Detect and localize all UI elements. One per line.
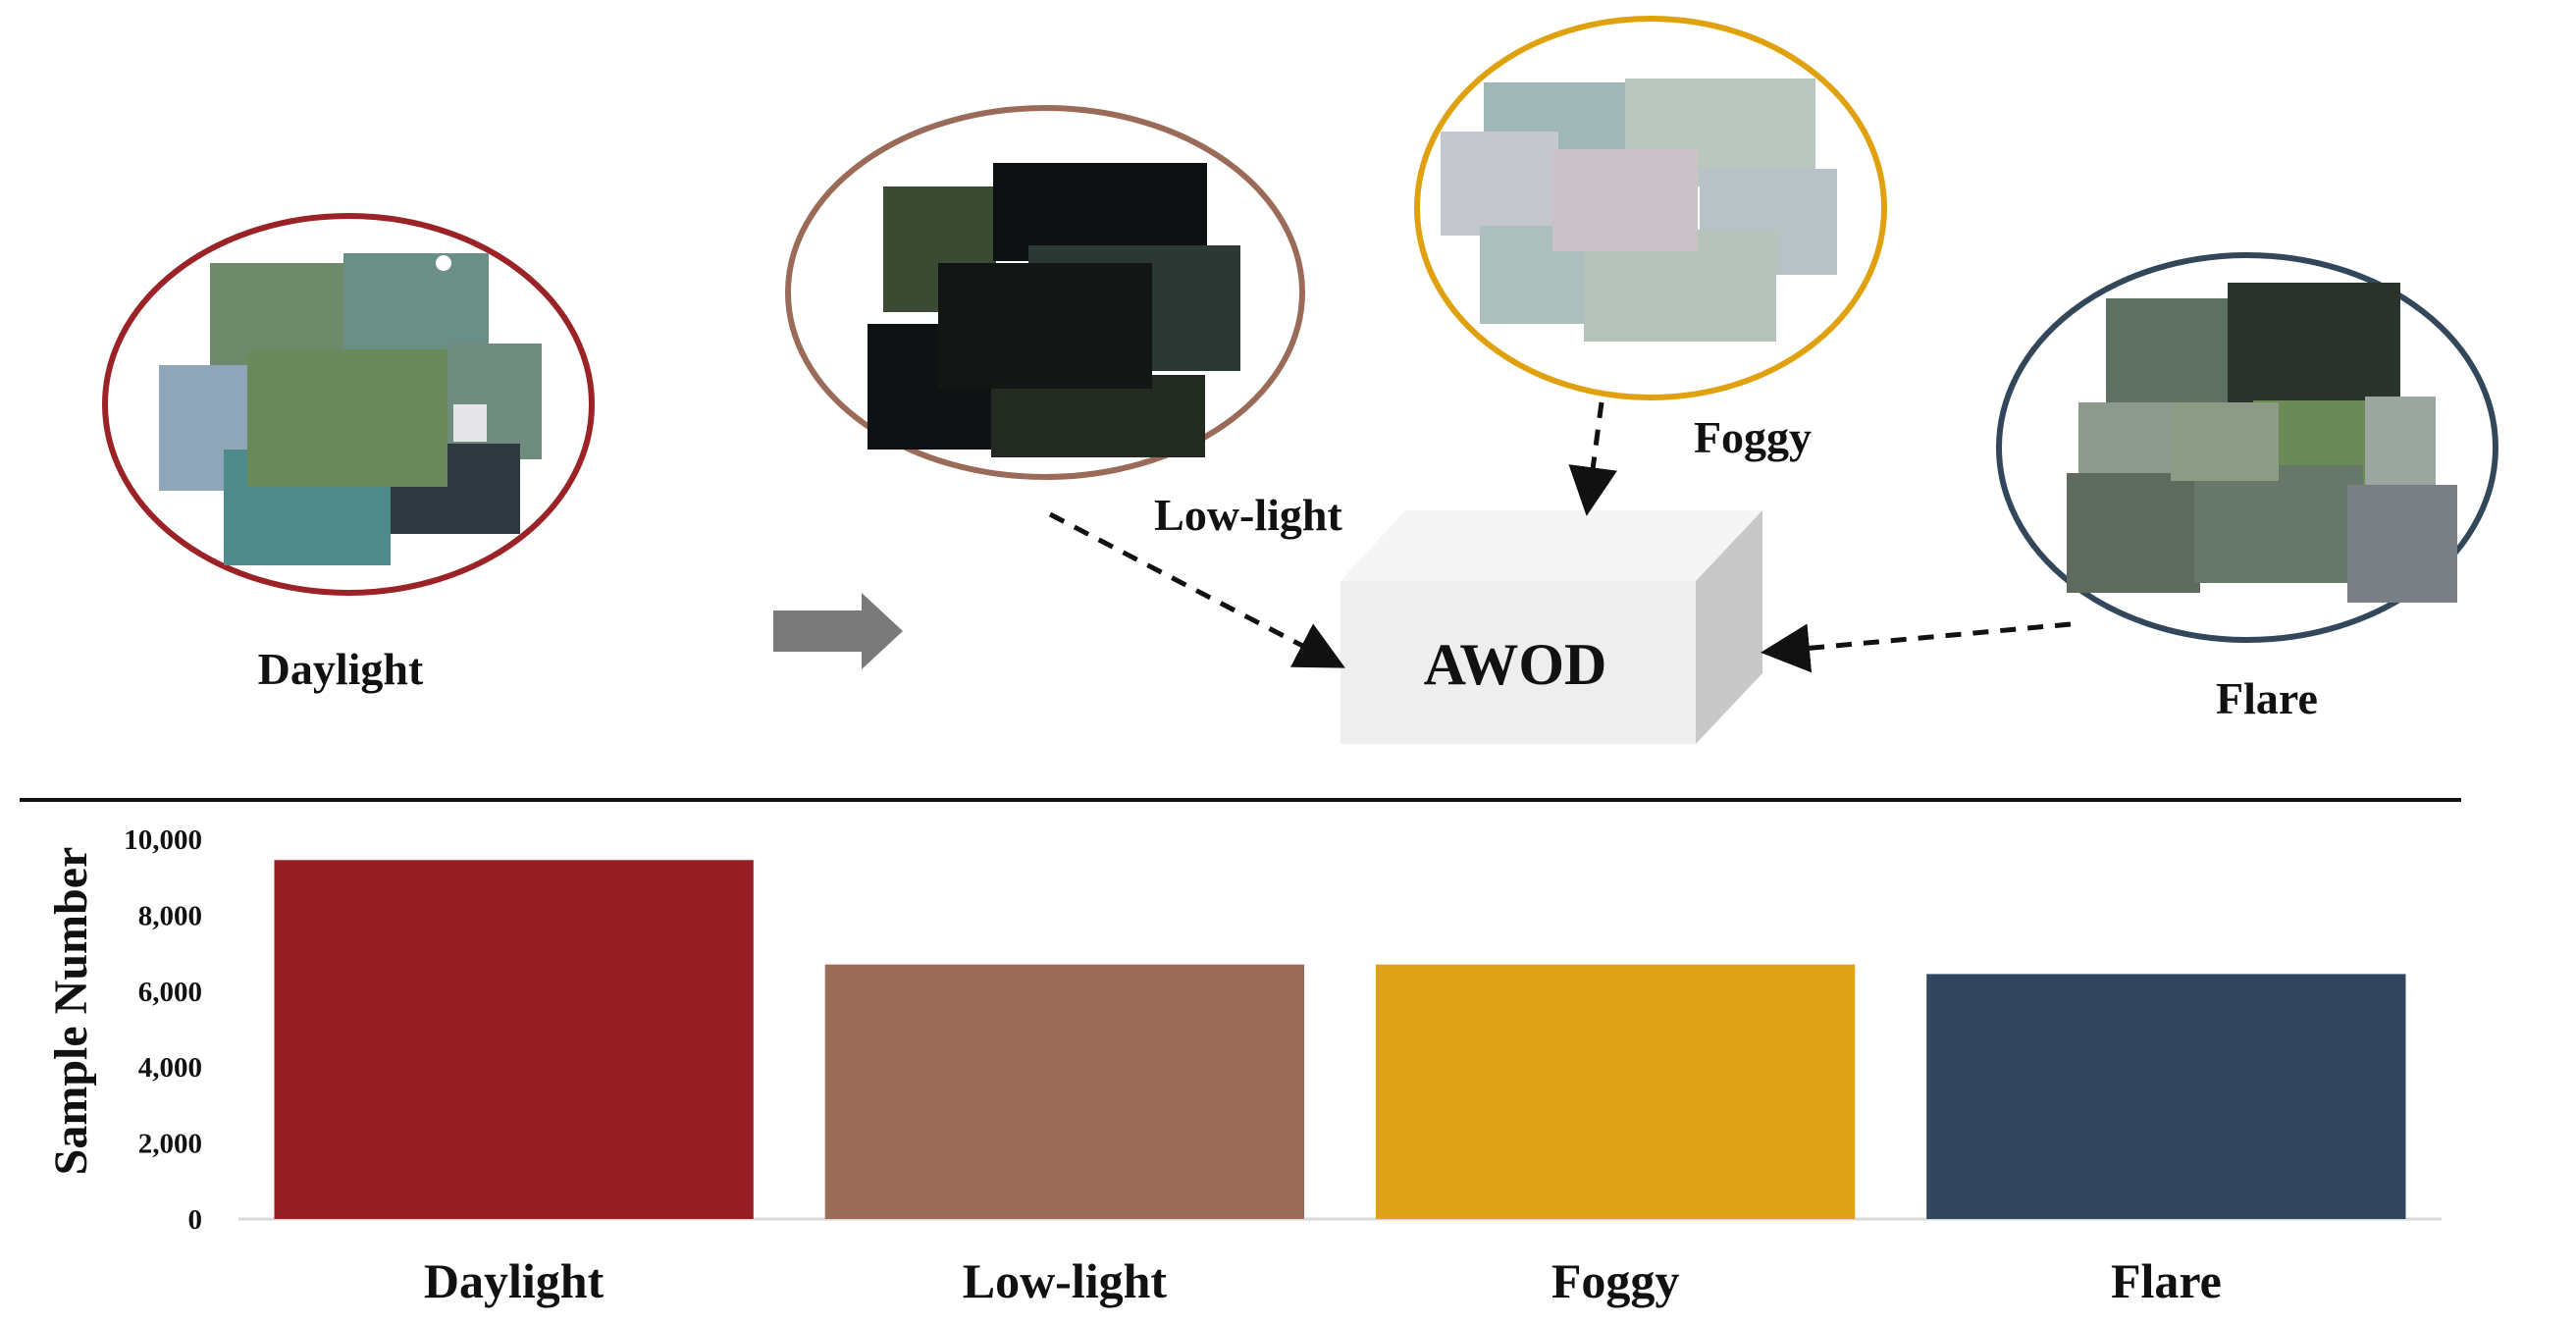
dataset-diagram: Daylight Low-light Foggy <box>102 16 2498 744</box>
flare-photo <box>2228 283 2400 402</box>
daylight-image-collage <box>102 213 595 596</box>
flare-photo <box>2067 473 2200 593</box>
flare-to-awod-arrow <box>1761 621 2072 673</box>
flare-image-collage <box>1996 252 2498 643</box>
y-tick-labels: 0 2,000 4,000 6,000 8,000 10,000 <box>124 824 202 1236</box>
flare-label: Flare <box>2216 673 2318 723</box>
bar-flare <box>1926 974 2406 1219</box>
lowlight-image-collage <box>785 105 1305 480</box>
awod-box-side <box>1696 510 1762 744</box>
y-tick-label: 4,000 <box>138 1052 202 1084</box>
flare-photo <box>2365 397 2436 491</box>
lowlight-label: Low-light <box>1154 490 1342 540</box>
lowlight-ellipse <box>785 105 1305 480</box>
y-tick-label: 2,000 <box>138 1129 202 1160</box>
awod-box-front <box>1341 581 1696 744</box>
y-tick-label: 8,000 <box>138 900 202 931</box>
x-tick-labels: Daylight Low-light Foggy Flare <box>424 1253 2222 1308</box>
bars-group <box>274 860 2406 1219</box>
daylight-photo <box>247 349 447 487</box>
foggy-photo <box>1441 132 1558 236</box>
bar-daylight <box>274 860 754 1219</box>
bar-foggy <box>1376 964 1856 1219</box>
awod-label: AWOD <box>1424 632 1607 697</box>
flare-photo <box>2347 485 2457 603</box>
x-tick-label: Flare <box>2111 1253 2222 1308</box>
daylight-photo <box>444 344 542 459</box>
flare-ellipse <box>1996 252 2498 643</box>
boat-mark <box>436 255 451 271</box>
flare-photo <box>2106 298 2228 414</box>
y-tick-label: 10,000 <box>124 824 202 856</box>
foggy-label: Foggy <box>1694 412 1812 462</box>
foggy-ellipse <box>1414 16 1887 400</box>
x-tick-label: Daylight <box>424 1253 605 1308</box>
awod-box-top <box>1341 510 1762 581</box>
lowlight-photo <box>938 263 1152 389</box>
flow-arrow-icon <box>773 593 903 669</box>
y-tick-label: 0 <box>188 1204 203 1236</box>
foggy-image-collage <box>1414 16 1887 400</box>
lowlight-photo <box>993 163 1207 261</box>
x-tick-label: Foggy <box>1551 1253 1680 1308</box>
foggy-photo <box>1552 149 1698 251</box>
bar-low-light <box>824 964 1304 1219</box>
daylight-ellipse <box>102 213 595 596</box>
x-tick-label: Low-light <box>963 1253 1168 1308</box>
y-axis-label: Sample Number <box>45 847 97 1176</box>
foggy-to-awod-arrow <box>1568 401 1618 516</box>
flare-photo <box>2171 402 2279 481</box>
y-tick-label: 6,000 <box>138 977 202 1008</box>
flare-photo <box>2194 465 2363 583</box>
sample-number-bar-chart: 0 2,000 4,000 6,000 8,000 10,000 Daylight Low-… <box>45 824 2442 1308</box>
boat-mark <box>453 404 487 442</box>
daylight-label: Daylight <box>258 644 424 694</box>
awod-box: AWOD <box>1341 510 1762 744</box>
